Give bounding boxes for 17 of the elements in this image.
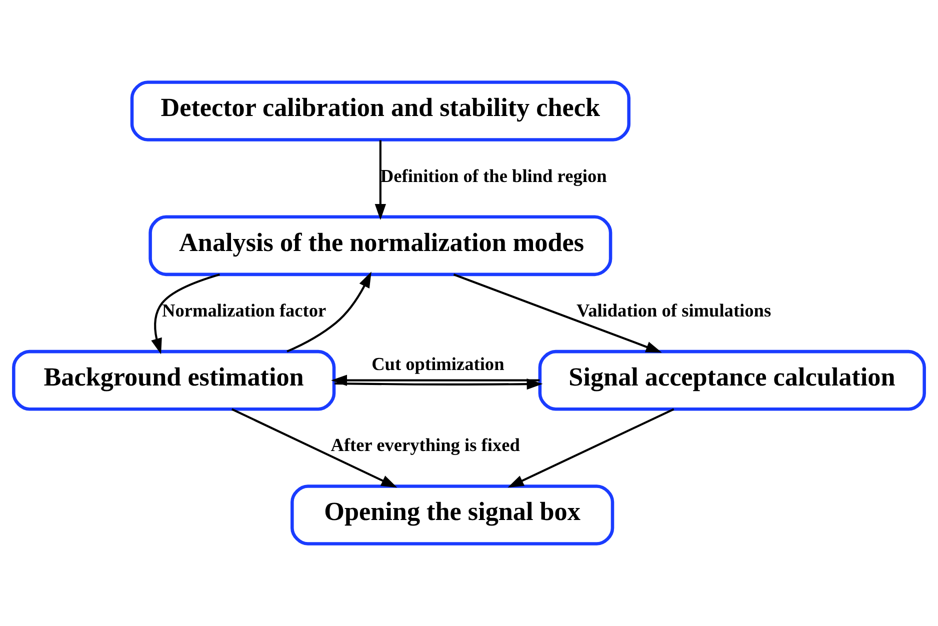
arrow [231, 408, 398, 488]
node-box: Detector calibration and stability check [130, 80, 630, 142]
arrow [508, 408, 674, 488]
edge-label: Normalization factor [162, 300, 326, 321]
arrow [453, 274, 662, 353]
arrow [374, 140, 386, 220]
node-box: Opening the signal box [290, 484, 614, 546]
node-box: Signal acceptance calculation [538, 350, 926, 411]
arrow [286, 272, 372, 352]
edge-label: Cut optimization [372, 354, 504, 374]
arrow [151, 273, 220, 354]
arrow [334, 378, 543, 390]
edge-label: Validation of simulations [576, 300, 772, 321]
node-box: Background estimation [12, 350, 336, 411]
edge-label: After everything is fixed [330, 435, 520, 456]
arrow [331, 374, 540, 386]
node-box: Analysis of the normalization modes [148, 215, 612, 276]
